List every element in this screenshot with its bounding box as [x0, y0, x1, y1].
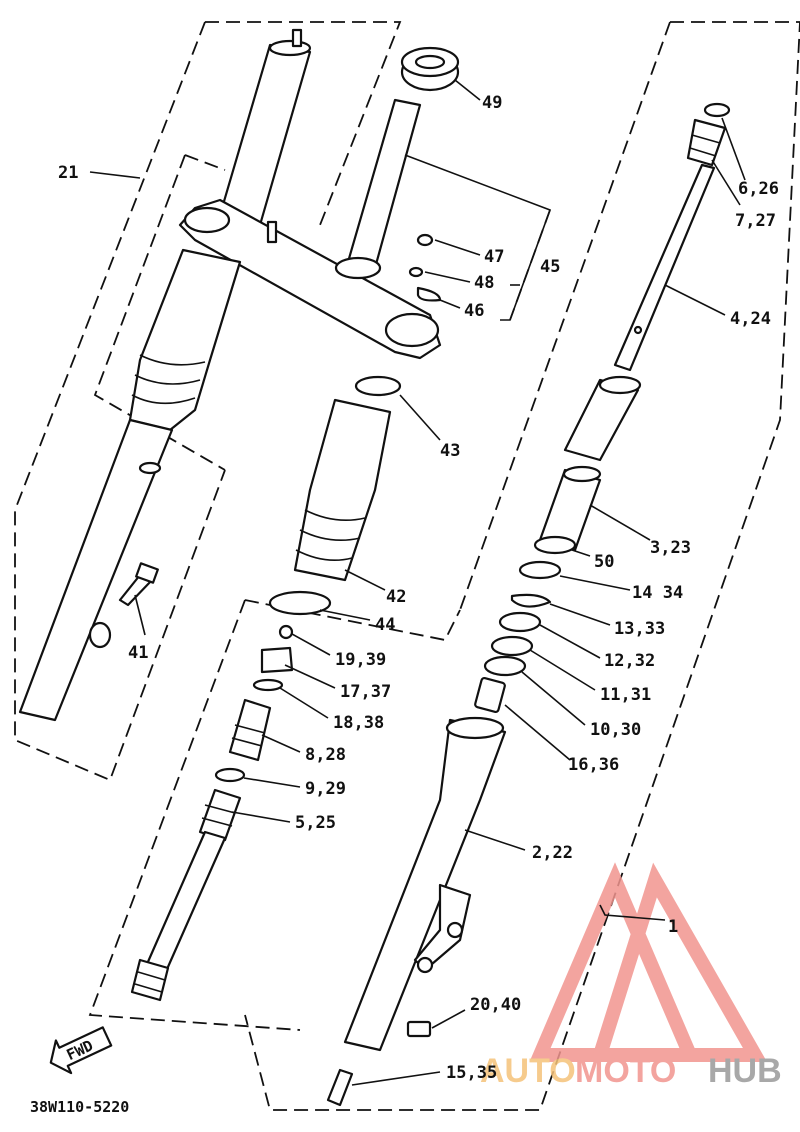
watermark-word-2: MOTO [575, 1052, 676, 1090]
callout-labels: 21 49 47 45 48 46 43 42 44 41 19,39 17,3… [30, 93, 779, 1116]
forward-direction-badge: FWD [49, 1026, 113, 1075]
callout-50: 50 [594, 552, 614, 572]
callout-6-26: 6,26 [738, 179, 779, 199]
callout-18-38: 18,38 [333, 713, 384, 733]
callout-16-36: 16,36 [568, 755, 619, 775]
callout-46: 46 [464, 301, 484, 321]
watermark-logo: AUTO MOTO HUB [480, 862, 782, 1090]
callout-20-40: 20,40 [470, 995, 521, 1015]
callout-1: 1 [668, 917, 678, 937]
diagram-code: 38W110-5220 [30, 1098, 129, 1116]
callout-2-22: 2,22 [532, 843, 573, 863]
callout-7-27: 7,27 [735, 211, 776, 231]
callout-11-31: 11,31 [600, 685, 651, 705]
callout-8-28: 8,28 [305, 745, 346, 765]
middle-components [130, 46, 460, 1002]
callout-41: 41 [128, 643, 148, 663]
callout-13-33: 13,33 [614, 619, 665, 639]
callout-15-35: 15,35 [446, 1063, 497, 1083]
callout-45: 45 [540, 257, 560, 277]
callout-49: 49 [482, 93, 502, 113]
callout-3-23: 3,23 [650, 538, 691, 558]
callout-48: 48 [474, 273, 494, 293]
watermark-word-1: AUTO [480, 1052, 576, 1090]
watermark-word-3: HUB [708, 1052, 782, 1090]
right-fork-components [326, 102, 731, 1107]
watermark-triangle-right [590, 862, 768, 1062]
fork-upper-assembly [18, 28, 442, 722]
callout-10-30: 10,30 [590, 720, 641, 740]
callout-14-34: 14 34 [632, 583, 683, 603]
callout-47: 47 [484, 247, 504, 267]
leader-lines [89, 79, 746, 1086]
callout-9-29: 9,29 [305, 779, 346, 799]
callout-42: 42 [386, 587, 406, 607]
callout-44: 44 [375, 615, 395, 635]
callout-21: 21 [58, 163, 78, 183]
callout-5-25: 5,25 [295, 813, 336, 833]
callout-19-39: 19,39 [335, 650, 386, 670]
callout-12-32: 12,32 [604, 651, 655, 671]
callout-4-24: 4,24 [730, 309, 771, 329]
callout-43: 43 [440, 441, 460, 461]
callout-17-37: 17,37 [340, 682, 391, 702]
